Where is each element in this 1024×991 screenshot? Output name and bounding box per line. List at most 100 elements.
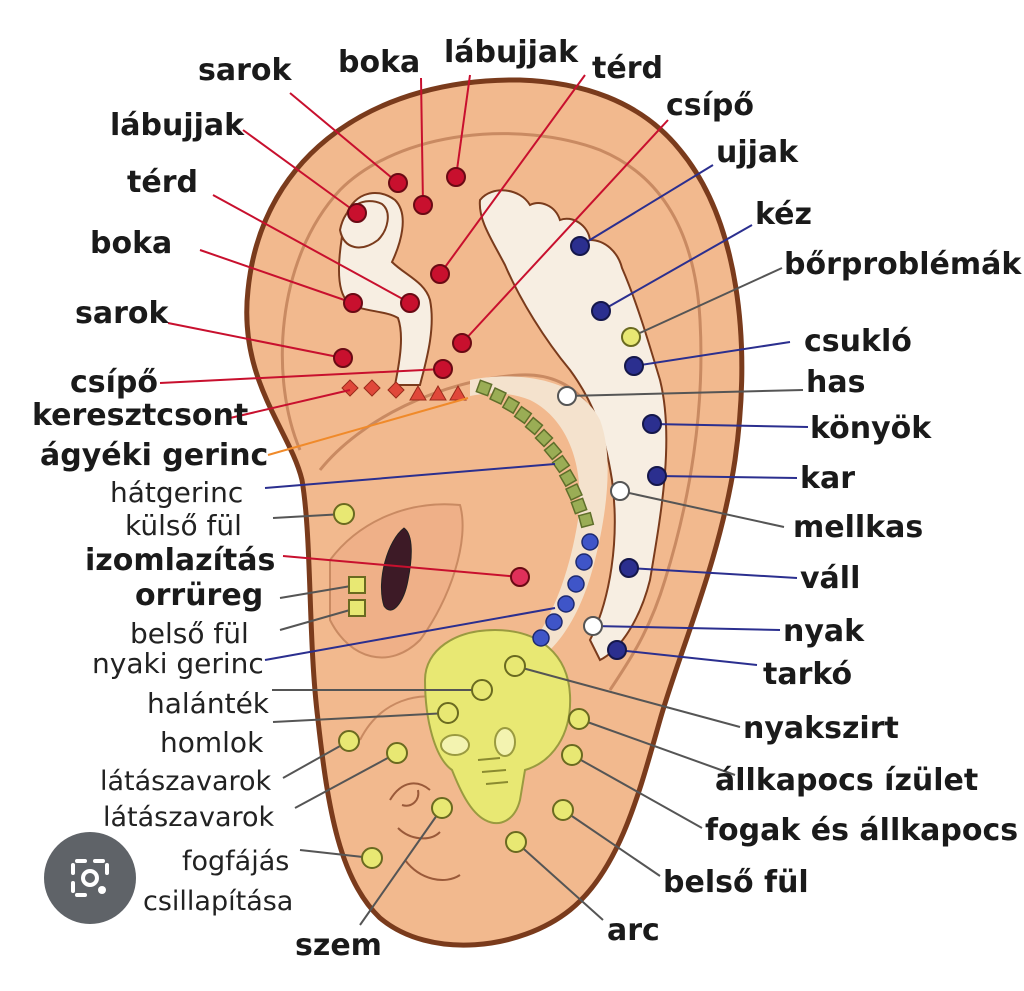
label-halantek: halánték (147, 687, 270, 720)
point-konyok (642, 414, 662, 434)
label-vall: váll (800, 561, 860, 596)
neck-spine-points (532, 533, 599, 647)
label-terd-left: térd (127, 165, 198, 200)
point-homlok (437, 702, 459, 724)
point-belso-ful-right (552, 799, 574, 821)
point-allkapocs-izulet (568, 708, 590, 730)
skull-nose (494, 727, 516, 757)
label-csipo-top: csípő (666, 88, 754, 123)
point-halantek (471, 679, 493, 701)
point-tarko (607, 640, 627, 660)
leader-lines (159, 74, 809, 926)
label-izomlazitas: izomlazítás (85, 543, 275, 578)
upper-limb-points (570, 236, 667, 660)
label-labujjak-top: lábujjak (444, 35, 579, 70)
point-kar (647, 466, 667, 486)
point-borproblemak (621, 327, 641, 347)
point-nyakszirt (504, 655, 526, 677)
label-allkapocs-izulet: állkapocs ízület (715, 763, 978, 798)
label-sarok-top: sarok (198, 53, 293, 88)
point-has (557, 386, 577, 406)
lower-limb-points (333, 167, 530, 587)
spine-segment (501, 395, 521, 415)
spine-segment (565, 483, 583, 501)
spine-segment (543, 441, 563, 461)
point-kez (591, 301, 611, 321)
label-keresztcsont: keresztcsont (32, 398, 248, 433)
cervical-point (532, 629, 550, 647)
label-hatgerinc: hátgerinc (110, 476, 243, 509)
label-nyakszirt: nyakszirt (743, 711, 899, 746)
label-homlok: homlok (160, 726, 264, 759)
camera-search-icon (71, 859, 109, 897)
label-nyak: nyak (783, 614, 865, 649)
label-mellkas: mellkas (793, 510, 923, 545)
point-nyak (583, 616, 603, 636)
label-boka-top: boka (338, 45, 420, 80)
point-csipo-left (433, 359, 453, 379)
arm-hand-region (478, 189, 668, 662)
point-latas-2 (386, 742, 408, 764)
point-vall (619, 558, 639, 578)
label-kez: kéz (755, 197, 812, 232)
label-konyok: könyök (810, 411, 932, 446)
ear-canal-shape (380, 527, 412, 611)
spine-segment (475, 379, 493, 397)
point-terd-left (400, 293, 420, 313)
spine-segment (558, 468, 578, 488)
point-belso-ful-left (348, 599, 366, 617)
label-borproblemak: bőrproblémák (784, 247, 1022, 282)
point-latas-1 (338, 730, 360, 752)
sacrum-diamond (363, 379, 381, 397)
point-sarok-top (388, 173, 408, 193)
point-labujjak-top (446, 167, 466, 187)
point-csipo-top (452, 333, 472, 353)
sacrum-triangle (429, 384, 447, 401)
point-ujjak (570, 236, 590, 256)
spine (475, 379, 595, 529)
label-szem: szem (295, 928, 382, 963)
skull-eye-socket (440, 734, 470, 756)
camera-search-button[interactable] (44, 832, 136, 924)
label-orrureg: orrüreg (135, 578, 263, 613)
point-fogak (561, 744, 583, 766)
spine-segment (534, 428, 554, 448)
label-belso-ful-right: belső fül (663, 865, 809, 900)
sacrum-markers (341, 379, 467, 401)
label-labujjak-left: lábujjak (110, 108, 245, 143)
label-fogak-allkapocs: fogak és állkapocs (705, 813, 1018, 848)
spine-segment (489, 387, 507, 405)
label-belso-ful-left: belső fül (130, 617, 249, 650)
label-agyeki-gerinc: ágyéki gerinc (40, 438, 268, 473)
label-latas-1: látászavarok (100, 766, 272, 797)
sacrum-diamond (387, 381, 405, 399)
spine-segment (513, 405, 533, 425)
skull-shape (423, 628, 572, 825)
label-ujjak: ujjak (716, 135, 799, 170)
point-boka-left (343, 293, 363, 313)
spine-segment (570, 497, 588, 515)
head-points (333, 327, 641, 869)
cervical-point (545, 613, 563, 631)
point-fogfajas (361, 847, 383, 869)
label-boka-left: boka (90, 226, 172, 261)
labels-top: sarok boka lábujjak térd csípő (198, 35, 754, 123)
point-szem (431, 797, 453, 819)
label-terd-top: térd (592, 51, 663, 86)
point-mellkas (610, 481, 630, 501)
labels-left: lábujjak térd boka sarok csípő keresztcs… (32, 108, 293, 917)
cervical-point (581, 533, 599, 551)
label-fogfajas-2: csillapítása (143, 886, 293, 917)
cervical-point (567, 575, 585, 593)
hollow-points (557, 386, 630, 636)
point-orrureg (348, 576, 366, 594)
point-terd-top (430, 264, 450, 284)
helix-inner-rim (280, 132, 703, 691)
spine-segment (577, 511, 595, 529)
labels-right: ujjak kéz bőrproblémák csukló has könyök… (607, 135, 1022, 948)
skull-jaw-teeth (477, 757, 509, 785)
point-izomlazitas (510, 567, 530, 587)
label-latas-2: látászavarok (103, 802, 275, 833)
point-sarok-left (333, 348, 353, 368)
